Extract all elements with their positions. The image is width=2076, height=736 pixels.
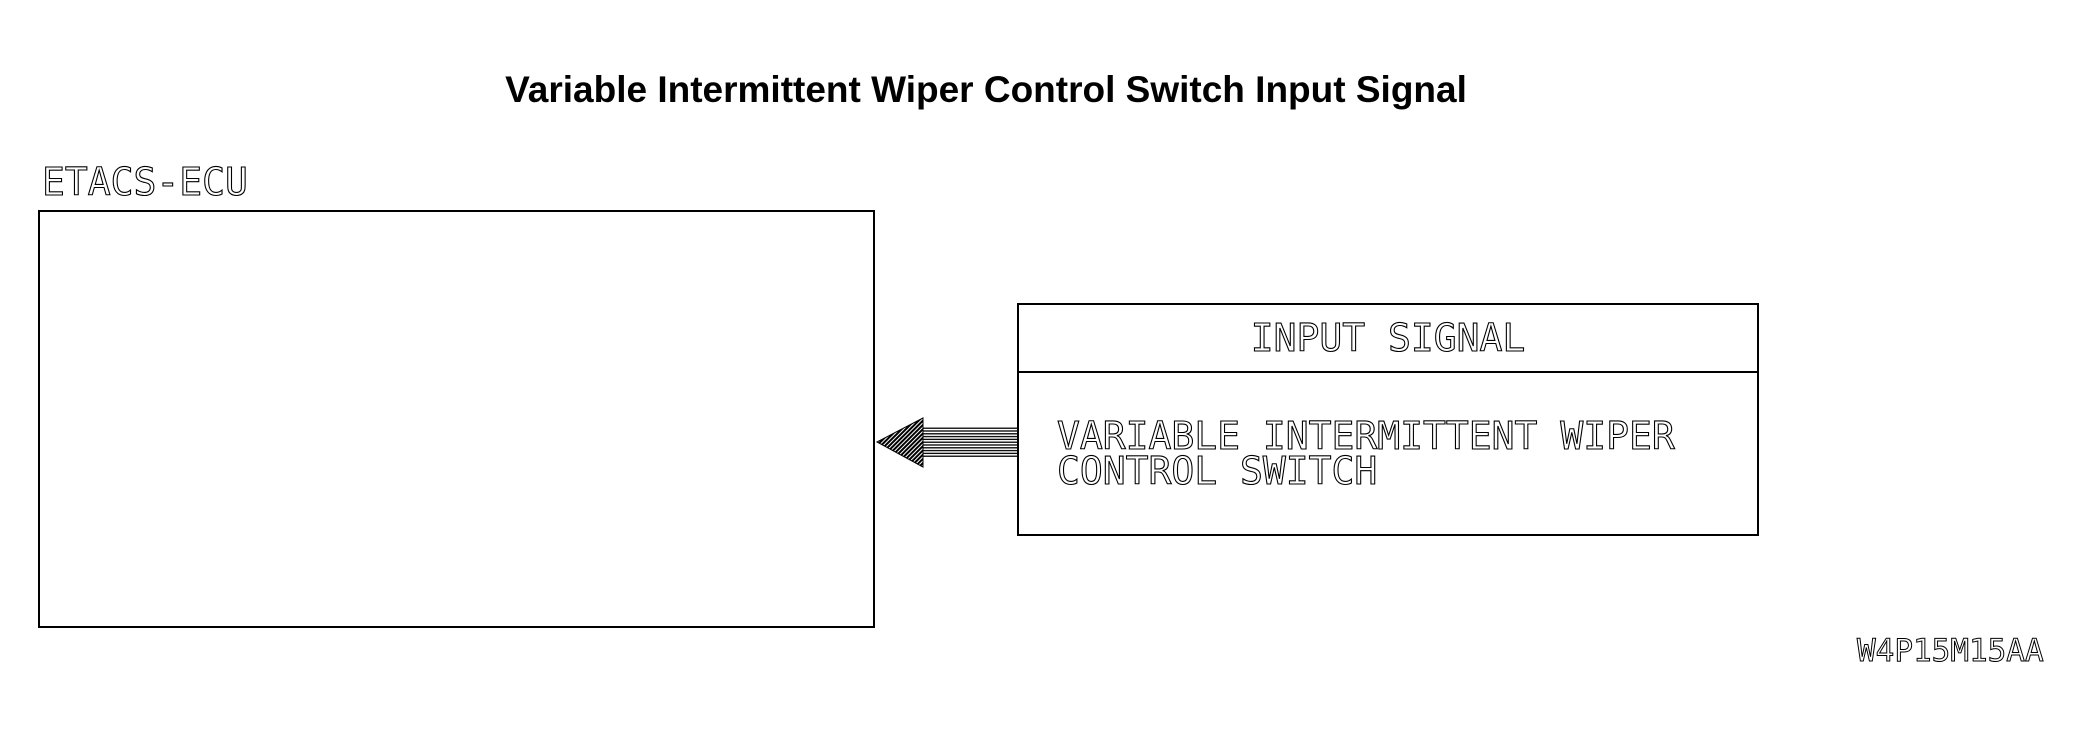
etacs-ecu-box bbox=[38, 210, 875, 628]
input-signal-source: VARIABLE INTERMITTENT WIPER CONTROL SWIT… bbox=[1056, 414, 1675, 493]
input-signal-box: INPUT SIGNAL VARIABLE INTERMITTENT WIPER… bbox=[1017, 303, 1759, 536]
input-signal-source-line1: VARIABLE INTERMITTENT WIPER bbox=[1056, 414, 1675, 458]
etacs-ecu-label: ETACS-ECU bbox=[41, 160, 248, 204]
page-title: Variable Intermittent Wiper Control Swit… bbox=[505, 69, 1467, 110]
arrow-shaft bbox=[923, 427, 1017, 457]
input-signal-source-line2: CONTROL SWITCH bbox=[1056, 449, 1378, 493]
arrow-head bbox=[875, 417, 924, 468]
input-signal-header: INPUT SIGNAL bbox=[1019, 305, 1757, 373]
figure-code: W4P15M15AA bbox=[1857, 633, 2045, 669]
input-signal-header-label: INPUT SIGNAL bbox=[1250, 316, 1526, 360]
signal-flow-arrow-icon bbox=[875, 417, 1017, 468]
